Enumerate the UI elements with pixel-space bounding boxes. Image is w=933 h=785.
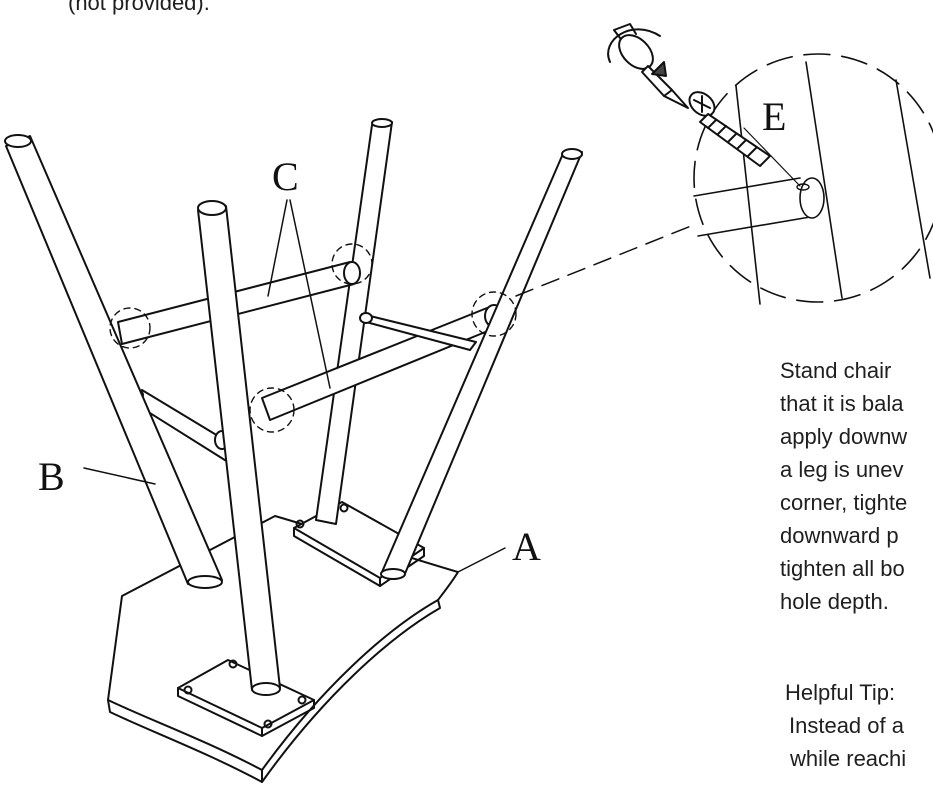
- helpful-tip: Helpful Tip: Instead of a while reachi: [785, 676, 906, 775]
- joint-highlights: [109, 243, 517, 433]
- leg-front-right: [380, 148, 583, 580]
- leg-b: [4, 134, 223, 589]
- leg-front-center: [197, 200, 281, 696]
- tip-line: while reachi: [790, 746, 907, 771]
- screw-icon: [688, 91, 771, 167]
- tip-line: Helpful Tip:: [785, 680, 896, 705]
- instructions-text: Stand chair that it is bala apply downw …: [780, 354, 907, 618]
- label-c: C: [272, 154, 299, 199]
- instruction-line: corner, tighte: [780, 490, 908, 515]
- label-e: E: [762, 94, 786, 139]
- instruction-line: that it is bala: [780, 391, 904, 416]
- instruction-line: hole depth.: [780, 589, 889, 614]
- mounting-block-front: [177, 659, 315, 737]
- screwdriver-rotation-icon: [607, 23, 689, 109]
- stretcher-side: [359, 312, 477, 351]
- instruction-line: downward p: [780, 523, 899, 548]
- detail-magnified-view: [693, 53, 933, 305]
- instruction-line: Stand chair: [780, 358, 892, 383]
- instruction-line: apply downw: [780, 424, 908, 449]
- top-note: (not provided).: [68, 0, 210, 15]
- label-b: B: [38, 454, 65, 499]
- instruction-line: a leg is unev: [780, 457, 904, 482]
- tip-line: Instead of a: [789, 713, 904, 738]
- instruction-line: tighten all bo: [780, 556, 905, 581]
- label-a: A: [512, 524, 541, 569]
